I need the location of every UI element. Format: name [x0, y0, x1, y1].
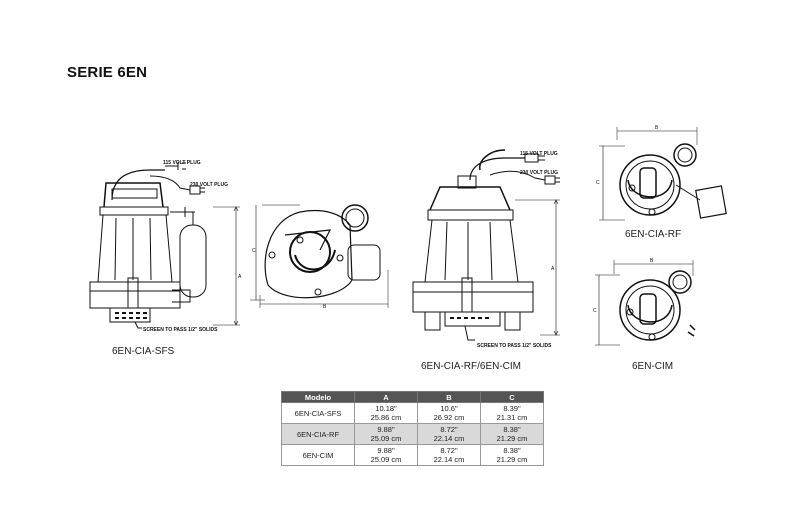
- caption-6en-cia-rf: 6EN-CIA-RF: [625, 229, 682, 240]
- cell-b-in: 8.72": [440, 446, 458, 455]
- table-row: 6EN-CIA-RF 9.88"25.09 cm 8.72"22.14 cm 8…: [281, 423, 544, 445]
- cell-b-cm: 22.14 cm: [433, 434, 465, 443]
- cell-c-in: 8.39": [503, 404, 521, 413]
- cell-b-cm: 22.14 cm: [433, 455, 465, 464]
- label-115-volt-plug-rf: 115 VOLT PLUG: [520, 151, 558, 157]
- cell-c-in: 8.38": [503, 446, 521, 455]
- cell-model: 6EN-CIA-RF: [281, 423, 355, 445]
- dim-label-b-cim-top: B: [650, 258, 654, 264]
- cell-a-in: 9.88": [377, 425, 395, 434]
- table-header-row: Modelo A B C: [281, 391, 544, 403]
- table-row: 6EN-CIA-SFS 10.18"25.86 cm 10.6"26.92 cm…: [281, 402, 544, 424]
- cell-model: 6EN-CIA-SFS: [281, 402, 355, 424]
- cell-a: 9.88"25.09 cm: [354, 423, 418, 445]
- pump-cim-top-view: [595, 260, 696, 346]
- caption-6en-cia-rf-cim: 6EN-CIA-RF/6EN-CIM: [421, 361, 522, 372]
- cell-b: 8.72"22.14 cm: [417, 444, 481, 466]
- cell-b: 8.72"22.14 cm: [417, 423, 481, 445]
- cell-c-cm: 21.31 cm: [496, 413, 528, 422]
- cell-c-cm: 21.29 cm: [496, 434, 528, 443]
- dim-label-a-rf: A: [551, 266, 555, 272]
- cell-a-cm: 25.86 cm: [370, 413, 402, 422]
- cell-c-in: 8.38": [503, 425, 521, 434]
- dim-label-c-rf-top: C: [596, 180, 600, 186]
- table-row: 6EN-CIM 9.88"25.09 cm 8.72"22.14 cm 8.38…: [281, 444, 544, 466]
- cell-c-cm: 21.29 cm: [496, 455, 528, 464]
- caption-6en-cia-sfs: 6EN-CIA-SFS: [112, 346, 175, 357]
- cell-a-in: 9.88": [377, 446, 395, 455]
- cell-c: 8.38"21.29 cm: [480, 423, 544, 445]
- label-230-volt-plug-rf: 230 VOLT PLUG: [520, 170, 558, 176]
- caption-6en-cim: 6EN-CIM: [632, 361, 674, 372]
- cell-a: 10.18"25.86 cm: [354, 402, 418, 424]
- cell-a-in: 10.18": [375, 404, 397, 413]
- cell-a: 9.88"25.09 cm: [354, 444, 418, 466]
- header-b: B: [417, 391, 481, 403]
- cell-b-in: 8.72": [440, 425, 458, 434]
- dim-label-a-sfs: A: [238, 274, 242, 280]
- cell-b: 10.6"26.92 cm: [417, 402, 481, 424]
- pump-rf-side-view: [412, 149, 560, 341]
- label-115-volt-plug-sfs: 115 VOLT PLUG: [163, 160, 201, 166]
- page-title: SERIE 6EN: [67, 64, 148, 81]
- cell-c: 8.38"21.29 cm: [480, 444, 544, 466]
- cell-a-cm: 25.09 cm: [370, 455, 402, 464]
- label-screen-sfs: SCREEN TO PASS 1/2" SOLIDS: [143, 327, 218, 333]
- cell-b-cm: 26.92 cm: [433, 413, 465, 422]
- dim-label-b-rf-top: B: [655, 125, 659, 131]
- cell-c: 8.39"21.31 cm: [480, 402, 544, 424]
- dimensions-table: Modelo A B C 6EN-CIA-SFS 10.18"25.86 cm …: [281, 391, 544, 466]
- header-c: C: [480, 391, 544, 403]
- header-a: A: [354, 391, 418, 403]
- dim-label-c-sfs: C: [252, 248, 256, 254]
- cell-model: 6EN-CIM: [281, 444, 355, 466]
- cell-b-in: 10.6": [440, 404, 458, 413]
- pump-rf-top-view: [599, 127, 727, 221]
- label-230-volt-plug-sfs: 230 VOLT PLUG: [190, 182, 228, 188]
- label-screen-rf: SCREEN TO PASS 1/2" SOLIDS: [477, 343, 552, 349]
- cell-a-cm: 25.09 cm: [370, 434, 402, 443]
- pump-sfs-side-view: [89, 162, 240, 329]
- header-modelo: Modelo: [281, 391, 355, 403]
- pump-sfs-top-view: [250, 204, 389, 308]
- dim-label-c-cim-top: C: [593, 308, 597, 314]
- dim-label-b-sfs: B: [323, 304, 327, 310]
